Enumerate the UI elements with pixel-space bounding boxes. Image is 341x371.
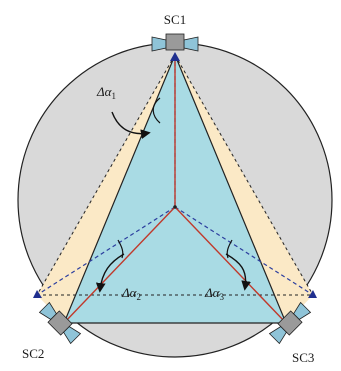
angle-1-label: Δα1 xyxy=(96,84,116,101)
angle-1-subscript: 1 xyxy=(111,91,116,101)
angle-2-symbol: Δα xyxy=(121,285,138,300)
red-lines xyxy=(63,55,287,324)
sc3-satellite-icon xyxy=(268,301,312,345)
angle-3-symbol: Δα xyxy=(204,285,221,300)
angle-3-label: Δα3 xyxy=(204,285,224,302)
angle-2-label: Δα2 xyxy=(121,285,141,302)
dashed-edges xyxy=(36,54,314,296)
sc3-label: SC3 xyxy=(292,350,314,365)
angle-2-arc xyxy=(117,239,124,259)
sc1-marker-icon xyxy=(170,52,180,61)
angle-2-arrow-icon xyxy=(95,253,125,293)
wedge-right xyxy=(175,55,313,323)
angle-3-arc xyxy=(226,239,233,259)
right-marker-icon xyxy=(308,290,317,298)
sc1-satellite-icon xyxy=(151,33,199,52)
angle-1-arrow-icon xyxy=(111,111,151,139)
angle-1-symbol: Δα xyxy=(96,84,113,99)
left-marker-icon xyxy=(33,290,42,298)
sc2-label: SC2 xyxy=(22,346,44,361)
sc1-label: SC1 xyxy=(164,12,186,27)
sc2-satellite-icon xyxy=(38,301,82,345)
angle-1-arc xyxy=(152,97,161,124)
angle-2-subscript: 2 xyxy=(136,292,141,302)
angle-3-arrow-icon xyxy=(225,253,251,291)
center-point xyxy=(173,205,177,209)
wedge-left xyxy=(37,55,175,323)
angle-3-subscript: 3 xyxy=(219,292,224,302)
